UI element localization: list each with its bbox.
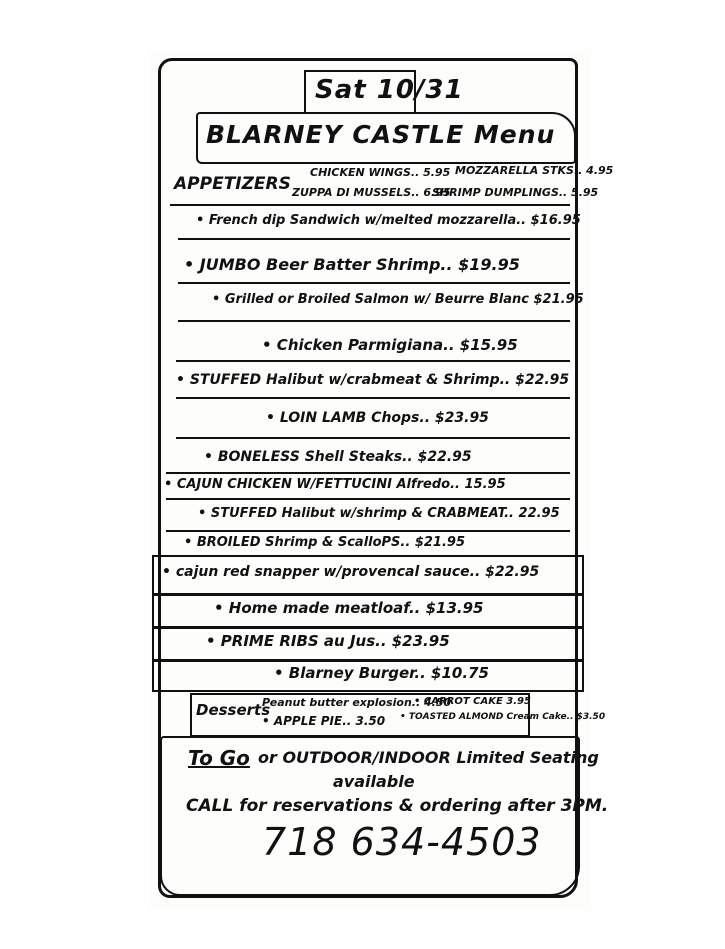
dessert-item: • TOASTED ALMOND Cream Cake.. $3.50 <box>400 712 606 722</box>
menu-item: • BROILED Shrimp & ScalloPS.. $21.95 <box>184 535 465 550</box>
menu-item: • CAJUN CHICKEN W/FETTUCINI Alfredo.. 15… <box>164 477 506 492</box>
to-go-label: To Go <box>188 746 250 770</box>
menu-title: BLARNEY CASTLE Menu <box>206 120 556 149</box>
menu-item: • Blarney Burger.. $10.75 <box>274 664 489 682</box>
menu-border <box>158 58 578 898</box>
divider <box>178 320 570 322</box>
divider <box>166 530 570 532</box>
menu-item: • Grilled or Broiled Salmon w/ Beurre Bl… <box>212 292 584 307</box>
menu-item: • LOIN LAMB Chops.. $23.95 <box>266 410 489 426</box>
dessert-item: • APPLE PIE.. 3.50 <box>262 714 386 728</box>
item-band <box>152 660 584 692</box>
divider <box>166 498 570 500</box>
divider <box>176 360 570 362</box>
menu-item: • French dip Sandwich w/melted mozzarell… <box>196 213 581 228</box>
divider <box>178 238 570 240</box>
menu-date: Sat 10/31 <box>315 75 464 105</box>
desserts-label: Desserts <box>196 701 271 719</box>
footer-box <box>160 736 580 896</box>
appetizer-item: CHICKEN WINGS.. 5.95 <box>310 166 451 179</box>
appetizers-label: APPETIZERS <box>174 174 291 194</box>
appetizer-item: ZUPPA DI MUSSELS.. 6.95 <box>292 186 451 199</box>
menu-item: • JUMBO Beer Batter Shrimp.. $19.95 <box>184 255 520 274</box>
dessert-item: • CARROT CAKE 3.95 <box>414 696 531 707</box>
reservation-note: CALL for reservations & ordering after 3… <box>186 796 609 816</box>
menu-item: • BONELESS Shell Steaks.. $22.95 <box>204 449 472 465</box>
availability-note: available <box>333 772 415 791</box>
menu-item: • Chicken Parmigiana.. $15.95 <box>262 336 518 354</box>
dessert-item: Peanut butter explosion.. 4.50 <box>262 696 452 709</box>
seating-note: or OUTDOOR/INDOOR Limited Seating <box>258 748 599 767</box>
phone-number: 718 634-4503 <box>262 820 542 864</box>
appetizer-item: MOZZARELLA STKS.. 4.95 <box>455 164 614 177</box>
appetizer-item: SHRIMP DUMPLINGS.. 5.95 <box>432 186 599 199</box>
menu-item: • PRIME RIBS au Jus.. $23.95 <box>206 632 450 650</box>
menu-item: • cajun red snapper w/provencal sauce.. … <box>162 564 540 580</box>
title-box <box>196 112 576 164</box>
menu-item: • Home made meatloaf.. $13.95 <box>214 599 484 617</box>
divider <box>170 204 570 206</box>
menu-paper <box>150 50 590 910</box>
divider <box>178 282 570 284</box>
menu-item: • STUFFED Halibut w/shrimp & CRABMEAT.. … <box>198 506 560 521</box>
divider <box>166 472 570 474</box>
menu-item: • STUFFED Halibut w/crabmeat & Shrimp.. … <box>176 372 570 388</box>
divider <box>176 397 570 399</box>
divider <box>176 437 570 439</box>
